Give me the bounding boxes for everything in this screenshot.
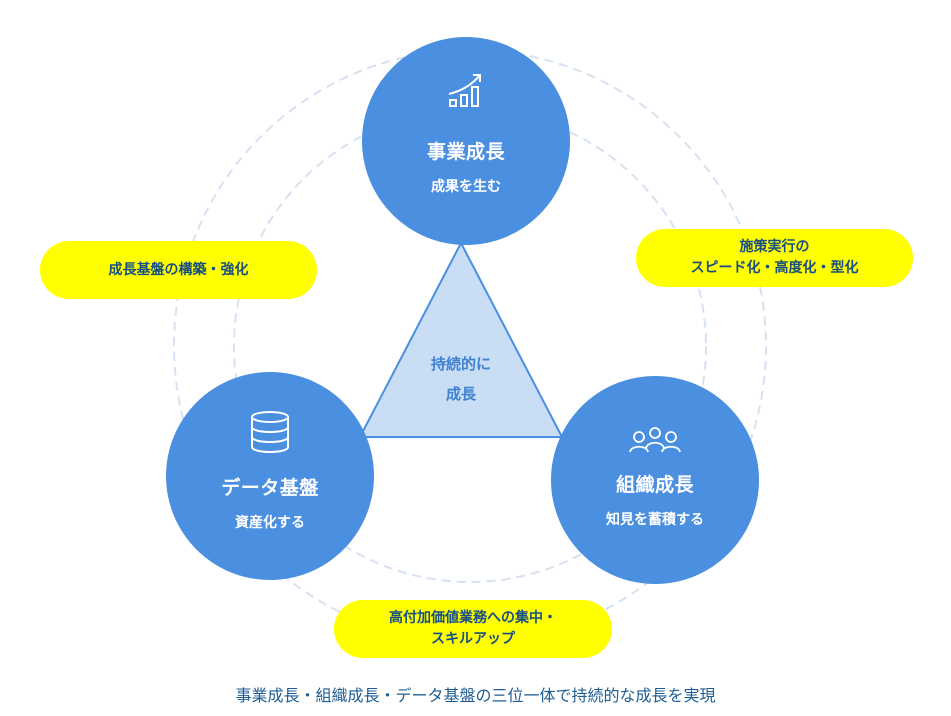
center-label-line: 持続的に: [430, 355, 491, 373]
center-label: 持続的に 成長: [401, 349, 521, 409]
node-data-platform: データ基盤 資産化する: [166, 372, 374, 580]
diagram-caption: 事業成長・組織成長・データ基盤の三位一体で持続的な成長を実現: [235, 686, 716, 705]
pill-text: 施策実行の: [739, 239, 810, 255]
node-subtitle: 知見を蓄積する: [606, 512, 704, 528]
node-business-growth: 事業成長 成果を生む: [362, 37, 570, 245]
pill-text: 成長基盤の構築・強化: [108, 261, 249, 278]
pill-text: スピード化・高度化・型化: [690, 260, 859, 276]
node-title: データ基盤: [221, 477, 319, 499]
growth-chart-icon: [448, 74, 481, 107]
node-organizational-growth: 組織成長 知見を蓄積する: [551, 376, 759, 584]
node-subtitle: 資産化する: [235, 515, 305, 531]
node-subtitle: 成果を生む: [431, 179, 501, 195]
pill-bottom-high-value-work: 高付加価値業務への集中・ スキルアップ: [334, 600, 612, 658]
pill-text: 高付加価値業務への集中・: [389, 610, 557, 626]
node-title: 事業成長: [426, 141, 505, 163]
people-group-icon: [629, 427, 681, 453]
pill-left-growth-foundation: 成長基盤の構築・強化: [40, 241, 317, 299]
center-triangle: [359, 242, 563, 438]
pill-right-execution-speed: 施策実行の スピード化・高度化・型化: [636, 229, 913, 287]
pill-text: スキルアップ: [431, 631, 515, 647]
node-title: 組織成長: [615, 474, 694, 496]
outer-dashed-ring: [173, 49, 767, 643]
center-label-line: 成長: [445, 385, 476, 403]
database-icon: [251, 411, 289, 454]
